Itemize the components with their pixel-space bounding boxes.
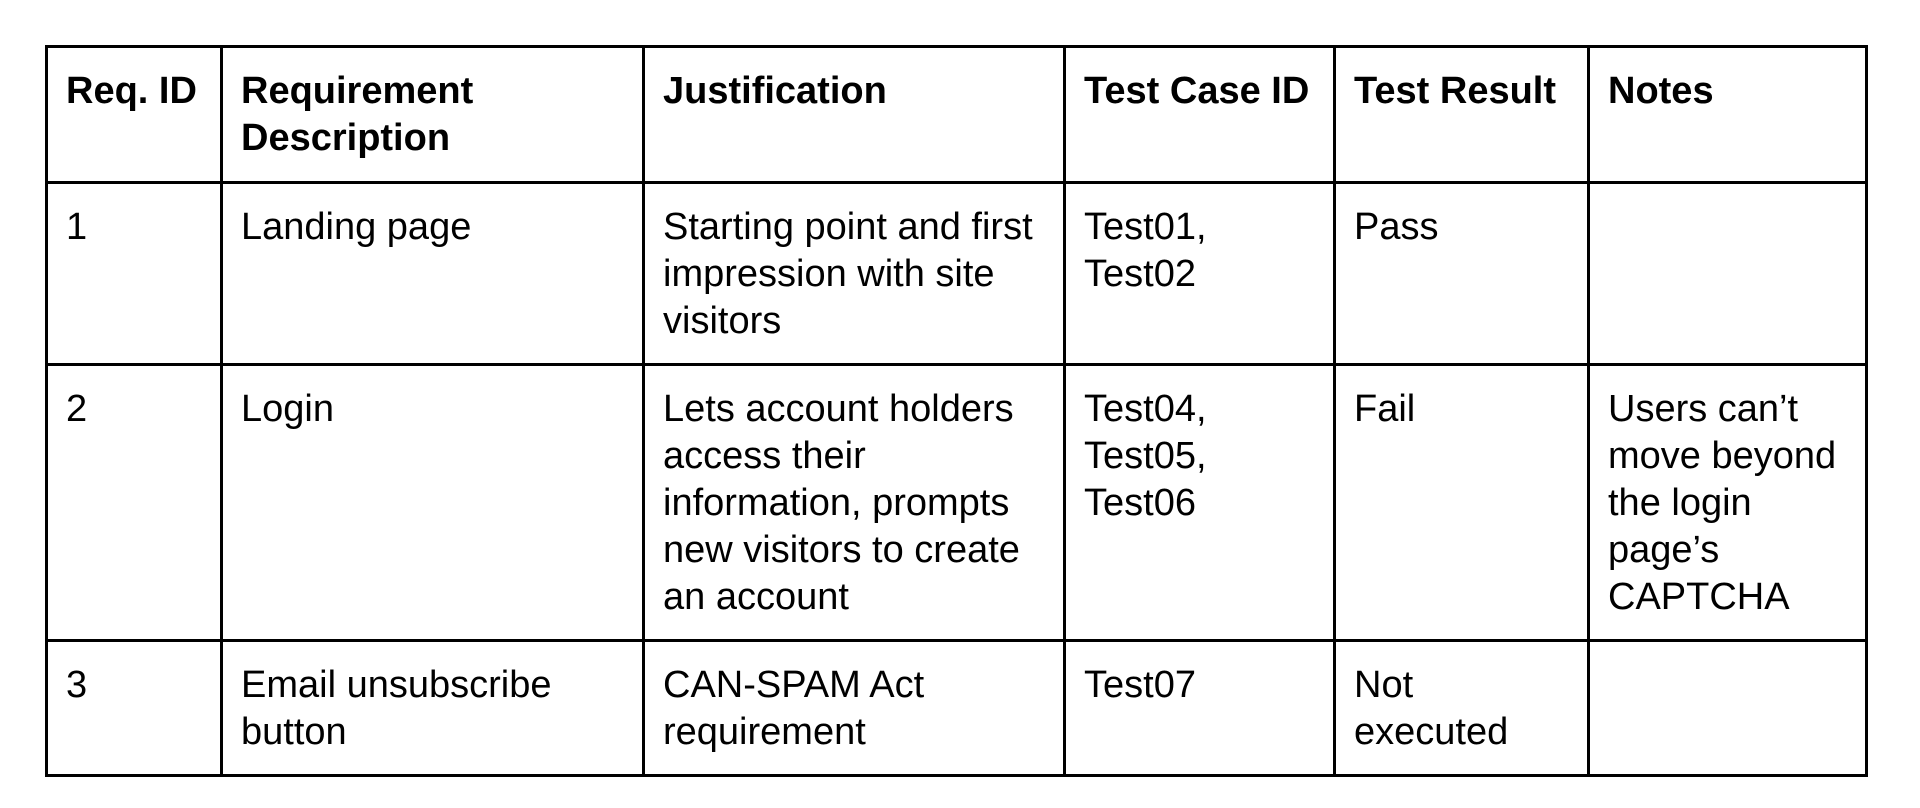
table-header-row: Req. ID Requirement Description Justific… (45, 45, 1868, 184)
cell-test-case-id: Test01, Test02 (1063, 181, 1336, 366)
cell-test-case-id: Test04, Test05, Test06 (1063, 363, 1336, 642)
cell-notes (1587, 181, 1868, 366)
table-row: 1 Landing page Starting point and first … (45, 181, 1868, 366)
column-header-justification: Justification (642, 45, 1066, 184)
cell-requirement-description: Login (220, 363, 645, 642)
cell-req-id: 2 (45, 363, 223, 642)
cell-justification: CAN-SPAM Act requirement (642, 639, 1066, 777)
cell-justification: Starting point and first impression with… (642, 181, 1066, 366)
cell-req-id: 1 (45, 181, 223, 366)
cell-requirement-description: Landing page (220, 181, 645, 366)
cell-test-result: Not executed (1333, 639, 1590, 777)
cell-test-result: Pass (1333, 181, 1590, 366)
cell-notes: Users can’t move beyond the login page’s… (1587, 363, 1868, 642)
table-row: 3 Email unsubscribe button CAN-SPAM Act … (45, 639, 1868, 777)
column-header-test-case-id: Test Case ID (1063, 45, 1336, 184)
table-row: 2 Login Lets account holders access thei… (45, 363, 1868, 642)
cell-req-id: 3 (45, 639, 223, 777)
cell-requirement-description: Email unsubscribe button (220, 639, 645, 777)
cell-justification: Lets account holders access their inform… (642, 363, 1066, 642)
cell-test-case-id: Test07 (1063, 639, 1336, 777)
cell-notes (1587, 639, 1868, 777)
column-header-test-result: Test Result (1333, 45, 1590, 184)
cell-test-result: Fail (1333, 363, 1590, 642)
column-header-requirement-description: Requirement Description (220, 45, 645, 184)
requirements-traceability-table: Req. ID Requirement Description Justific… (45, 45, 1868, 777)
column-header-notes: Notes (1587, 45, 1868, 184)
column-header-req-id: Req. ID (45, 45, 223, 184)
